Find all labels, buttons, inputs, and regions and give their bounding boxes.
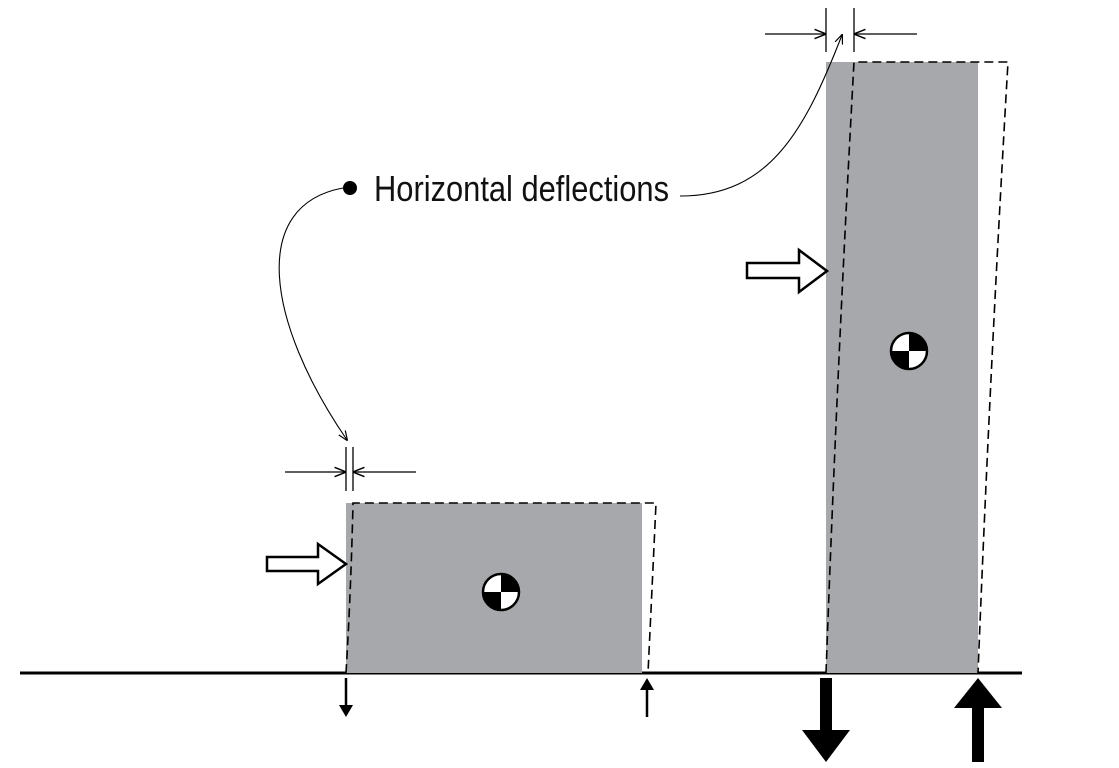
annotation-leader-short (278, 187, 347, 440)
short-block-reaction-down-arrow (339, 678, 353, 717)
short-block-reaction-up-arrow (640, 678, 654, 717)
annotation-label: Horizontal deflections (374, 168, 669, 209)
tall-block (745, 8, 1009, 762)
short-block-center-of-mass-icon (481, 572, 521, 612)
tall-block-center-of-mass-icon (889, 331, 929, 371)
short-block-deflected-outline (345, 502, 657, 674)
tall-block-deflection-dimension (765, 8, 917, 52)
tall-block-load-arrow (745, 247, 830, 295)
annotation-group: Horizontal deflections (278, 35, 842, 440)
tall-block-reaction-down-arrow (802, 678, 850, 762)
short-block-load-arrow (265, 541, 349, 587)
annotation-bullet-icon (343, 181, 357, 195)
annotation-leader-tall (679, 35, 842, 197)
tall-block-deflected-outline (825, 61, 1009, 674)
tall-block-reaction-up-arrow (954, 678, 1002, 762)
short-block-deflection-dimension (285, 447, 416, 491)
short-block (265, 447, 657, 717)
